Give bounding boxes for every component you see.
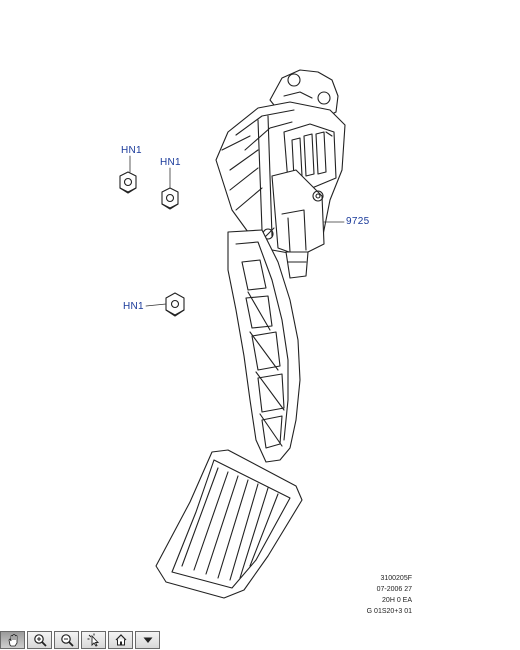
drawing-code-line-1: 3100205F xyxy=(380,575,412,582)
nut-1 xyxy=(119,171,137,194)
drawing-code-line-2: 07-2006 27 xyxy=(376,586,412,593)
zoom-out-icon xyxy=(60,634,74,647)
home-icon xyxy=(115,634,126,646)
drawing-code-line-4: G 01S20+3 01 xyxy=(366,608,412,615)
callout-nut-2: HN1 xyxy=(160,157,181,168)
sensor-housing xyxy=(215,101,346,279)
callout-nut-1: HN1 xyxy=(121,145,142,156)
pan-hand-icon xyxy=(8,634,17,647)
pan-button[interactable] xyxy=(0,631,25,649)
callout-nut-3: HN1 xyxy=(123,301,144,312)
pedal-arm xyxy=(227,229,301,463)
select-cursor-icon xyxy=(87,633,99,647)
pedal-pad xyxy=(155,449,303,599)
zoom-in-button[interactable] xyxy=(27,631,52,649)
nut-2 xyxy=(161,187,179,210)
callout-pedal-assembly: 9725 xyxy=(346,216,370,227)
viewer-toolbar xyxy=(0,631,162,650)
accelerator-pedal-diagram xyxy=(119,69,346,599)
drawing-code-line-3: 20H 0 EA xyxy=(382,597,412,604)
zoom-in-icon xyxy=(33,634,47,647)
home-button[interactable] xyxy=(108,631,133,649)
nut-3 xyxy=(165,292,185,317)
dropdown-arrow-icon xyxy=(143,637,152,643)
zoom-out-button[interactable] xyxy=(54,631,79,649)
select-button[interactable] xyxy=(81,631,106,649)
more-options-button[interactable] xyxy=(135,631,160,649)
